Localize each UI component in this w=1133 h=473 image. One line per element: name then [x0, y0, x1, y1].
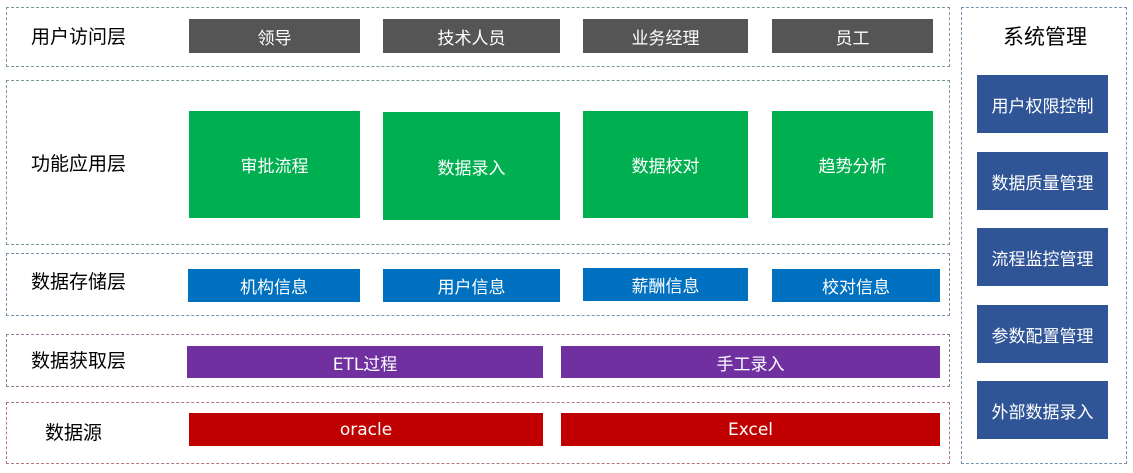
- layer-label-data-storage: 数据存储层: [31, 271, 127, 293]
- storage-box-check-info: 校对信息: [772, 269, 940, 302]
- layer-label-function-application: 功能应用层: [31, 153, 127, 175]
- acquisition-box-etl: ETL过程: [187, 346, 543, 378]
- function-box-data-entry: 数据录入: [383, 112, 560, 220]
- layer-data-acquisition: [6, 334, 950, 387]
- layer-label-data-acquisition: 数据获取层: [31, 350, 127, 372]
- storage-box-user-info: 用户信息: [383, 269, 560, 302]
- access-box-employee: 员工: [772, 19, 933, 53]
- layer-data-source: [6, 402, 950, 464]
- access-box-leader: 领导: [189, 19, 360, 53]
- function-box-approval-flow: 审批流程: [189, 111, 360, 218]
- storage-box-organization-info: 机构信息: [188, 269, 360, 302]
- system-item-parameter-config: 参数配置管理: [977, 305, 1108, 363]
- storage-box-salary-info: 薪酬信息: [583, 268, 748, 301]
- system-item-data-quality: 数据质量管理: [977, 152, 1108, 210]
- source-box-oracle: oracle: [189, 413, 543, 446]
- function-box-data-check: 数据校对: [583, 111, 748, 218]
- layer-label-user-access: 用户访问层: [31, 26, 127, 48]
- access-box-technician: 技术人员: [383, 19, 560, 53]
- system-management-panel: 系统管理: [961, 7, 1127, 464]
- system-management-title: 系统管理: [1003, 25, 1087, 49]
- function-box-trend-analysis: 趋势分析: [772, 111, 933, 218]
- system-item-user-permission: 用户权限控制: [977, 75, 1108, 133]
- layer-function-application: [6, 80, 950, 245]
- layer-user-access: [6, 7, 950, 67]
- source-box-excel: Excel: [561, 413, 940, 446]
- access-box-business-manager: 业务经理: [583, 19, 748, 53]
- layer-data-storage: [6, 253, 950, 316]
- system-item-external-data-entry: 外部数据录入: [977, 381, 1108, 439]
- layer-label-data-source: 数据源: [45, 422, 103, 444]
- system-item-process-monitor: 流程监控管理: [977, 228, 1108, 286]
- acquisition-box-manual-entry: 手工录入: [561, 346, 940, 378]
